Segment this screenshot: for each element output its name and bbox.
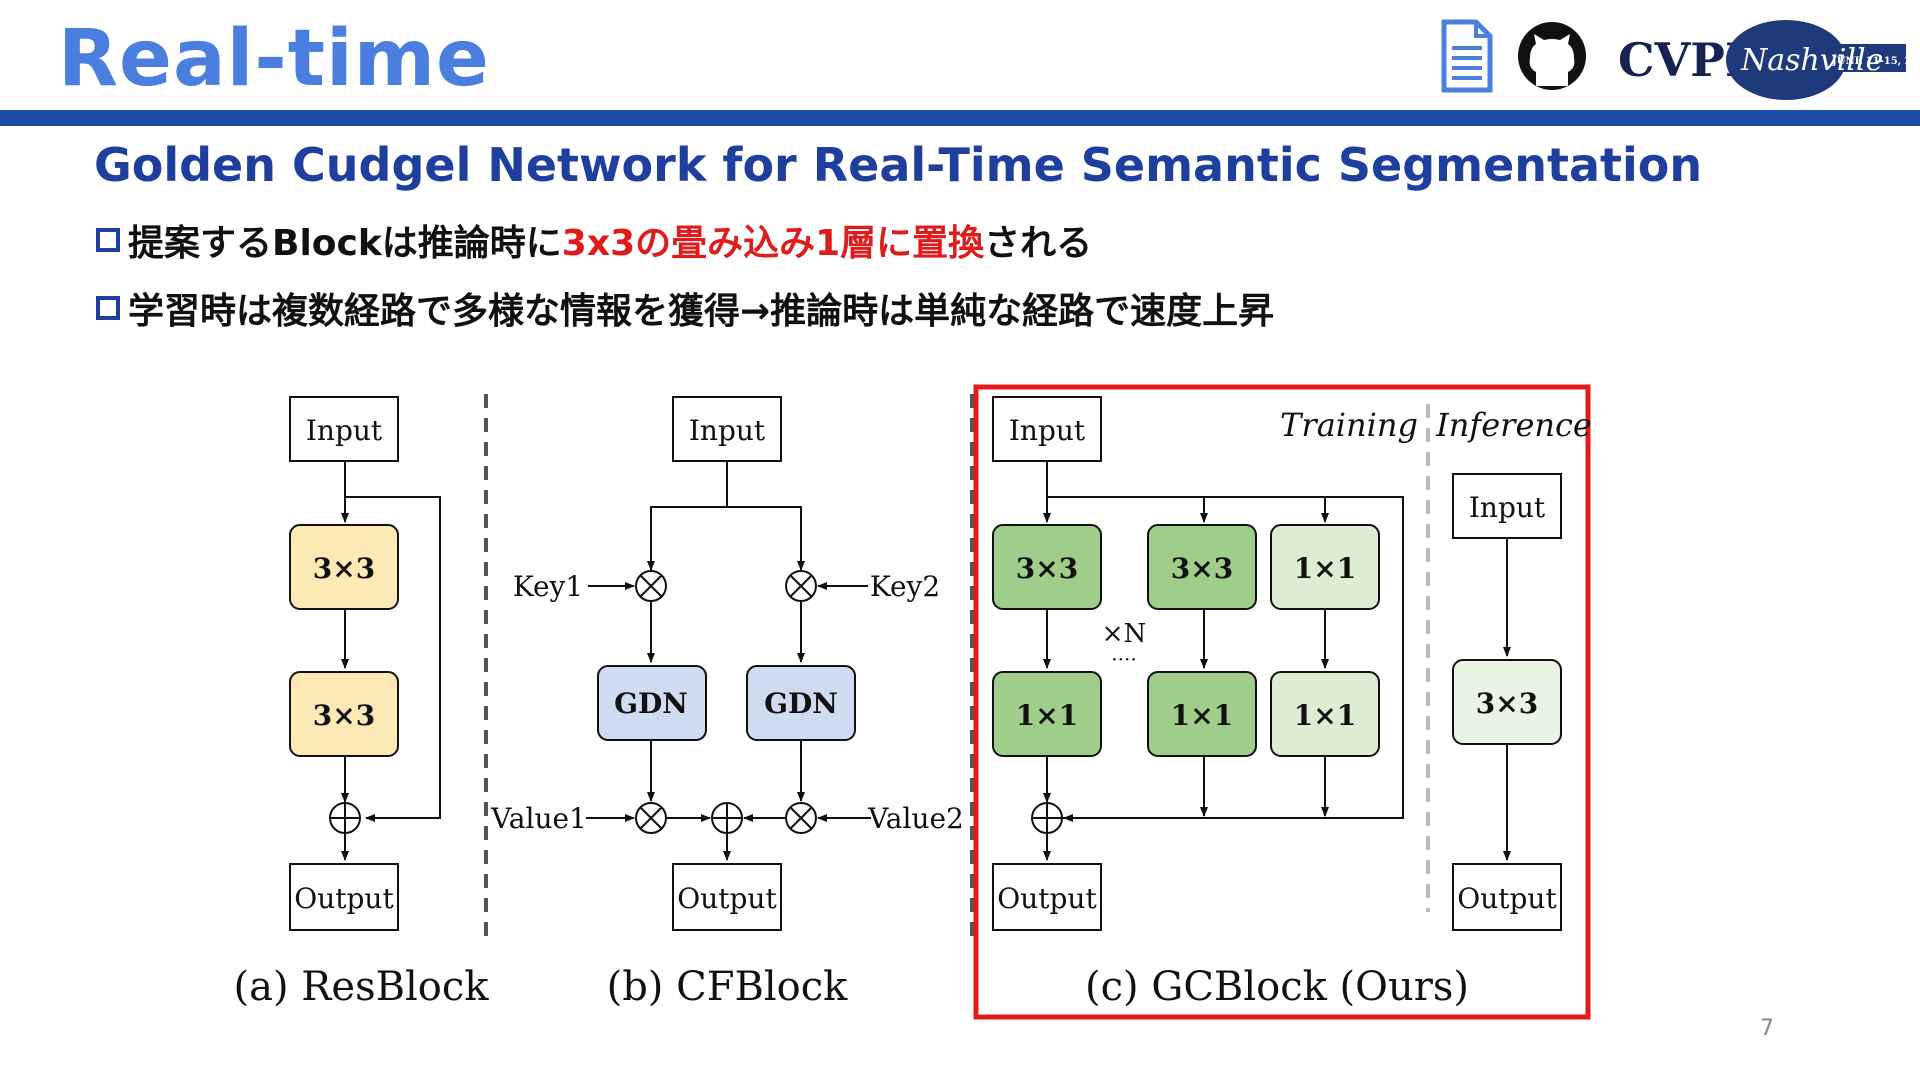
gcblock-frame [973, 384, 1591, 1020]
gcblock-col1-top-label: 3×3 [1016, 552, 1078, 585]
cfblock-mul4-icon [785, 802, 817, 834]
bullet-1-post: される [984, 223, 1093, 264]
cfblock-mul3-icon [635, 802, 667, 834]
header-logos: CVPR Nashville JUNE 11-15, 2025 [1436, 8, 1920, 108]
gcblock-training-label: Training [1280, 406, 1418, 444]
gcblock-output-label: Output [997, 882, 1097, 915]
gcblock-add-icon [1031, 802, 1063, 834]
gcblock-input-label: Input [1009, 414, 1086, 447]
gcblock-col2-bottom-label: 1×1 [1171, 699, 1233, 732]
cfblock-mul1-icon [635, 570, 667, 602]
document-icon[interactable] [1441, 19, 1493, 93]
gcblock-col2-bottom [1147, 671, 1257, 757]
gcblock-inf-output-label: Output [1457, 882, 1557, 915]
resblock-add-icon [329, 802, 361, 834]
gcblock-col3-bottom-label: 1×1 [1294, 699, 1356, 732]
gcblock-col2-top-label: 3×3 [1171, 552, 1233, 585]
github-icon[interactable] [1518, 22, 1586, 90]
resblock-output-label: Output [294, 882, 394, 915]
cfblock-output-label: Output [677, 882, 777, 915]
cfblock-key1-label: Key1 [513, 570, 583, 603]
header-rule [0, 110, 1920, 126]
cvpr-logo: CVPR Nashville JUNE 11-15, 2025 [1618, 20, 1920, 100]
cfblock-gdn2-label: GDN [764, 687, 838, 720]
slide-subtitle: Golden Cudgel Network for Real-Time Sema… [94, 138, 1703, 192]
gcblock-caption: (c) GCBlock (Ours) [1085, 964, 1469, 1010]
cfblock-output-box [672, 863, 782, 931]
bullet-box-icon [96, 296, 120, 320]
resblock-conv1-label: 3×3 [313, 552, 375, 585]
gcblock-col2-top [1147, 524, 1257, 610]
gcblock-inf-conv-label: 3×3 [1476, 687, 1538, 720]
svg-text:Nashville: Nashville [1740, 43, 1883, 78]
bullet-box-icon [96, 228, 120, 252]
gcblock-inference-label: Inference [1435, 406, 1592, 444]
resblock-output-box [289, 863, 399, 931]
slide-title: Real-time [58, 14, 490, 104]
gcblock-col1-bottom-label: 1×1 [1016, 699, 1078, 732]
cfblock-caption: (b) CFBlock [607, 964, 849, 1010]
page-number: 7 [1760, 1016, 1774, 1041]
resblock-caption: (a) ResBlock [234, 964, 490, 1010]
resblock-conv2-label: 3×3 [313, 699, 375, 732]
gcblock-output-box [992, 863, 1102, 931]
gcblock-dots-label: ···· [1111, 647, 1136, 671]
resblock-input-label: Input [306, 414, 383, 447]
bullet-2-text: 学習時は複数経路で多様な情報を獲得→推論時は単純な経路で速度上昇 [128, 291, 1275, 332]
svg-text:JUNE 11-15, 2025: JUNE 11-15, 2025 [1831, 56, 1912, 67]
gcblock-repeat-label: ×N [1102, 619, 1147, 649]
cfblock-key2-label: Key2 [870, 570, 940, 603]
gcblock-input-box [992, 396, 1102, 462]
cfblock-input-label: Input [689, 414, 766, 447]
cfblock-gdn1-label: GDN [614, 687, 688, 720]
cfblock-value2-label: Value2 [867, 802, 964, 835]
cfblock-mul2-icon [785, 570, 817, 602]
gcblock-inf-input-label: Input [1469, 491, 1546, 524]
bullet-1-highlight: 3x3の畳み込み1層に置換 [561, 223, 985, 264]
bullet-1-pre: 提案するBlockは推論時に [128, 223, 562, 264]
gcblock-col3-top-label: 1×1 [1294, 552, 1356, 585]
cfblock-value1-label: Value1 [490, 802, 587, 835]
bullet-2: 学習時は複数経路で多様な情報を獲得→推論時は単純な経路で速度上昇 [96, 282, 1274, 334]
cfblock-add-icon [711, 802, 743, 834]
gcblock-inf-output-box [1452, 863, 1562, 931]
